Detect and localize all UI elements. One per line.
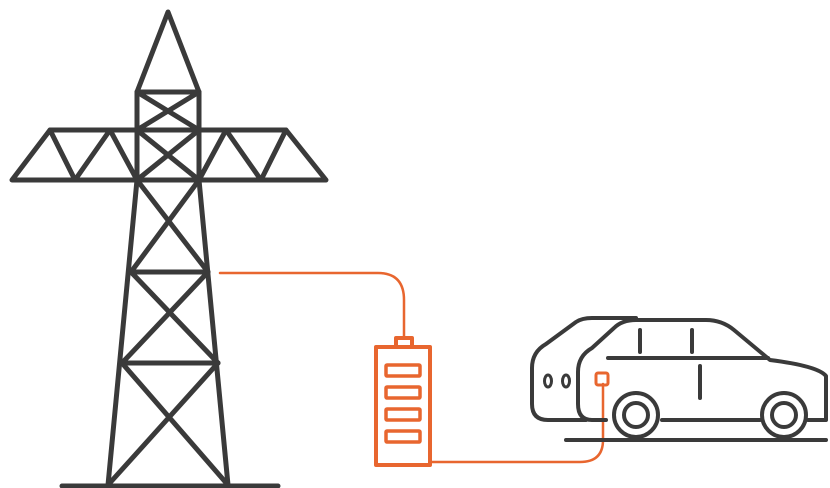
battery-cell bbox=[386, 365, 420, 376]
battery-cell bbox=[386, 387, 420, 398]
battery-cell bbox=[386, 431, 420, 442]
battery-cell bbox=[386, 409, 420, 420]
charging-cable bbox=[220, 273, 603, 462]
power-tower-icon bbox=[12, 12, 326, 486]
battery-icon bbox=[376, 338, 430, 465]
charging-port bbox=[596, 373, 608, 385]
car-icon bbox=[532, 318, 826, 440]
